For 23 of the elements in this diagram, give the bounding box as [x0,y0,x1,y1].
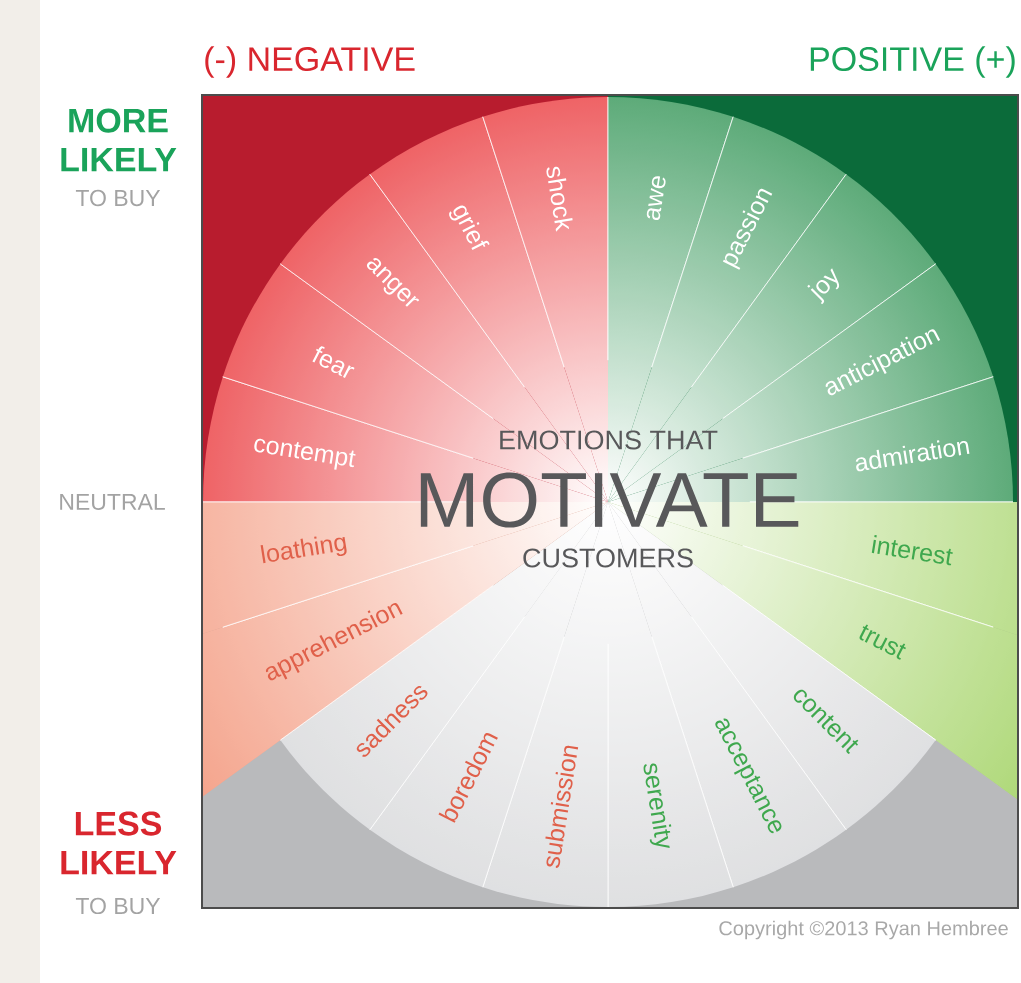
emotion-label: fear [312,346,355,378]
center-text: EMOTIONS THAT [500,430,718,450]
emotion-label: admiration [855,440,970,472]
emotion-label: shock [546,166,573,232]
axis-heading: POSITIVE (+) [810,46,1015,78]
emotion-label: serenity [643,763,672,849]
axis-heading: NEUTRAL [60,493,165,510]
axis-heading: (-) NEGATIVE [205,46,415,78]
emotion-label: awe [646,176,666,221]
emotion-label: submission [545,745,579,868]
axis-subheading: TO BUY [75,897,161,915]
center-title: MOTIVATE [420,472,799,528]
emotion-label: loathing [260,536,347,564]
emotion-label: interest [871,534,953,566]
emotion-label: trust [859,624,906,660]
emotion-label: joy [807,268,840,305]
emotion-label: contempt [254,438,356,470]
axis-heading: LESS LIKELY [61,811,177,875]
axis-heading: MORE LIKELY [61,108,177,172]
emotion-label: grief [449,205,490,250]
copyright-notice: Copyright ©2013 Ryan Hembree [719,920,1008,940]
axis-subheading: TO BUY [75,189,161,207]
center-text: CUSTOMERS [523,548,693,568]
